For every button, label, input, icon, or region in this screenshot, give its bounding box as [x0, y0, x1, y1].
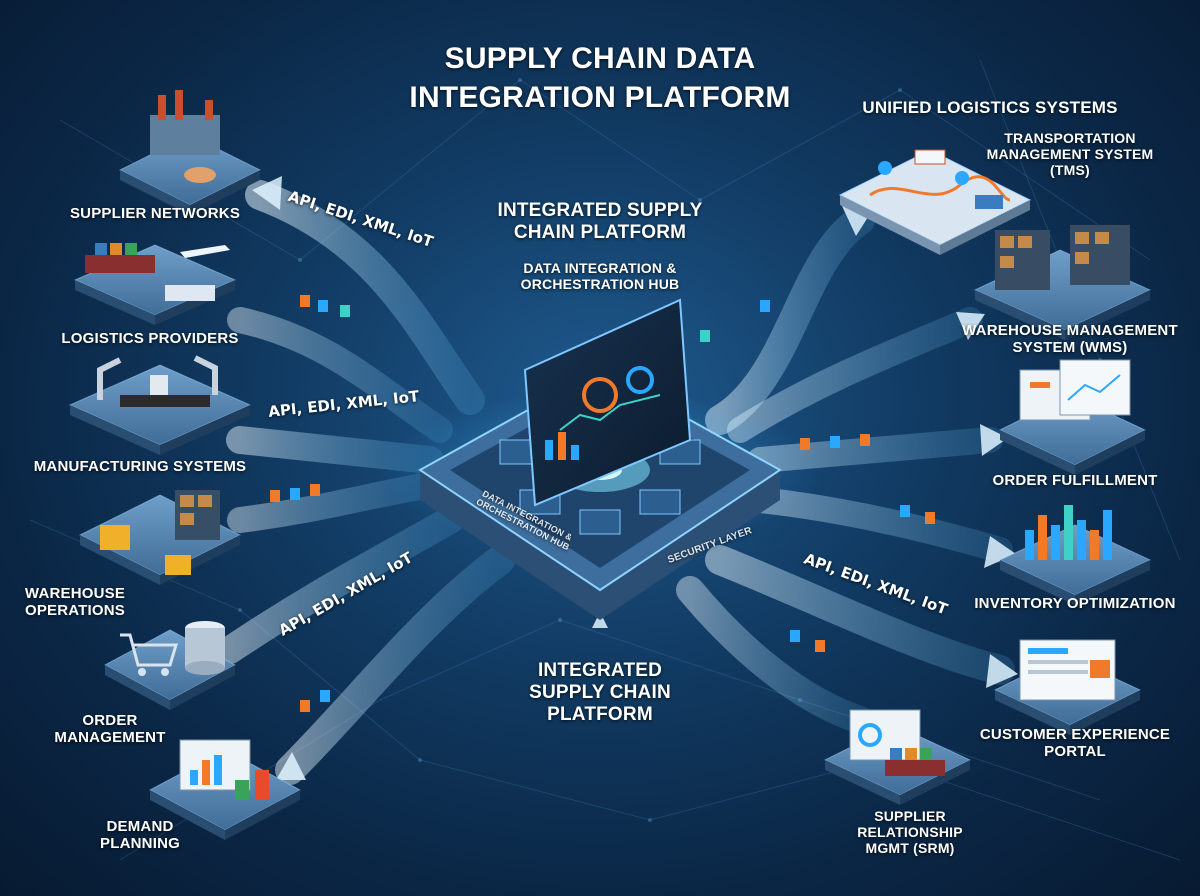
label-customer-portal-line1: CUSTOMER EXPERIENCE [979, 726, 1171, 743]
flow-arrow-demand [275, 545, 515, 785]
flow-arrow-portal [705, 545, 1015, 685]
tile-srm [823, 709, 972, 805]
right-section-title: UNIFIED LOGISTICS SYSTEMS [862, 98, 1118, 117]
label-tms-line2: MANAGEMENT SYSTEM [986, 146, 1154, 163]
tile-wms [973, 225, 1152, 340]
label-supplier-networks: SUPPLIER NETWORKS [55, 205, 255, 222]
flow-arrow-order [216, 506, 464, 664]
factory-icon [150, 115, 220, 155]
map-icon [869, 175, 1011, 202]
tile-tms [838, 149, 1032, 255]
tile-customer-portal [993, 639, 1142, 735]
forklift-icon [100, 525, 130, 550]
label-srm-line3: MGMT (SRM) [865, 840, 955, 857]
tile-inventory-optimization [998, 505, 1152, 605]
label-srm-line1: SUPPLIER [874, 808, 946, 824]
label-order-management-line2: MANAGEMENT [54, 729, 166, 747]
label-inventory-optimization-text: INVENTORY OPTIMIZATION [974, 595, 1176, 612]
right-tiles [823, 149, 1152, 805]
tile-logistics-providers [73, 243, 237, 325]
label-wms-line1: WAREHOUSE MANAGEMENT [962, 322, 1178, 339]
flow-arrow-tms [705, 205, 875, 435]
central-hub [380, 298, 820, 620]
hub-subheading: DATA INTEGRATION & ORCHESTRATION HUB [480, 260, 720, 292]
label-customer-portal-line2: PORTAL [1044, 743, 1106, 761]
hub-dashboard-screen [523, 298, 692, 507]
label-logistics-providers: LOGISTICS PROVIDERS [50, 330, 250, 347]
tile-warehouse-operations [78, 490, 242, 585]
flow-arrow-wms [727, 307, 983, 443]
tile-manufacturing-systems [68, 355, 252, 455]
tile-demand-planning [148, 739, 302, 840]
analytics-icon [1025, 505, 1112, 560]
cargo-ship-icon [85, 255, 155, 273]
label-supplier-networks-text: SUPPLIER NETWORKS [69, 205, 241, 222]
flow-arrow-supplier [245, 180, 485, 415]
hub-heading-line2: CHAIN PLATFORM [513, 221, 687, 243]
label-warehouse-operations-line2: OPERATIONS [24, 602, 126, 620]
label-order-fulfillment: ORDER FULFILLMENT [975, 472, 1175, 489]
label-customer-portal: CUSTOMER EXPERIENCE PORTAL [975, 726, 1175, 761]
page-title-line2: INTEGRATION PLATFORM [409, 80, 791, 114]
label-demand-planning: DEMAND PLANNING [80, 818, 200, 853]
hub-subheading-line1: DATA INTEGRATION & [523, 260, 677, 276]
data-packets [270, 295, 935, 712]
tile-order-fulfillment [998, 359, 1147, 475]
flow-arrow-inventory [747, 487, 1013, 563]
label-demand-planning-line1: DEMAND [106, 818, 174, 835]
tile-supplier-networks [118, 90, 262, 215]
label-inventory-optimization: INVENTORY OPTIMIZATION [960, 595, 1190, 612]
label-srm: SUPPLIER RELATIONSHIP MGMT (SRM) [830, 808, 990, 856]
label-tms: TRANSPORTATION MANAGEMENT SYSTEM (TMS) [960, 130, 1180, 178]
label-tms-line3: (TMS) [1050, 162, 1090, 179]
hub-bottom-line3: PLATFORM [547, 703, 653, 725]
flow-arrow-logistics [227, 307, 453, 443]
hub-heading-line1: INTEGRATED SUPPLY [497, 200, 703, 221]
label-warehouse-operations-line1: WAREHOUSE [24, 585, 126, 602]
label-wms: WAREHOUSE MANAGEMENT SYSTEM (WMS) [960, 322, 1180, 357]
label-manufacturing-systems-text: MANUFACTURING SYSTEMS [33, 458, 247, 475]
flow-arrow-srm [676, 576, 874, 734]
hub-subheading-line2: ORCHESTRATION HUB [520, 276, 680, 293]
label-warehouse-operations: WAREHOUSE OPERATIONS [20, 585, 130, 620]
label-order-fulfillment-text: ORDER FULFILLMENT [992, 472, 1158, 489]
hub-heading: INTEGRATED SUPPLY CHAIN PLATFORM [470, 200, 730, 244]
label-srm-line2: RELATIONSHIP [857, 824, 963, 841]
label-order-management-line1: ORDER [82, 712, 138, 729]
left-tiles [68, 90, 302, 840]
label-tms-line1: TRANSPORTATION [1004, 130, 1136, 146]
label-order-management: ORDER MANAGEMENT [50, 712, 170, 747]
hub-bottom-label: INTEGRATED SUPPLY CHAIN PLATFORM [500, 660, 700, 726]
label-demand-planning-line2: PLANNING [100, 835, 180, 853]
tile-order-management [103, 621, 237, 710]
hub-bottom-line1: INTEGRATED [537, 660, 663, 681]
label-manufacturing-systems: MANUFACTURING SYSTEMS [30, 458, 250, 475]
label-wms-line2: SYSTEM (WMS) [1012, 339, 1128, 357]
page-title-line1: SUPPLY CHAIN DATA [444, 42, 756, 75]
hub-bottom-line2: SUPPLY CHAIN [529, 681, 671, 703]
label-logistics-providers-text: LOGISTICS PROVIDERS [61, 330, 239, 347]
shopping-cart-icon [120, 633, 179, 667]
page-title: SUPPLY CHAIN DATA INTEGRATION PLATFORM [390, 42, 810, 115]
robot-arm-icon [97, 357, 122, 400]
